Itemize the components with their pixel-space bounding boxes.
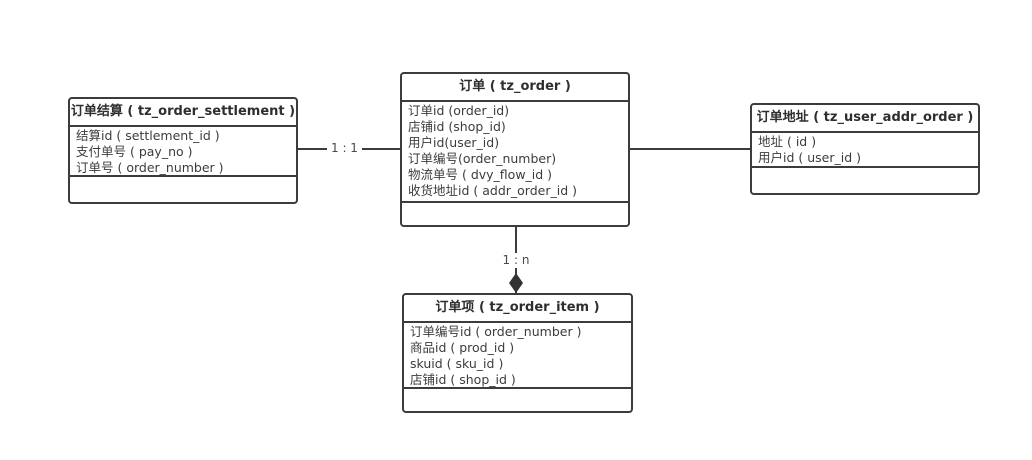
- entity-field: 用户id(user_id): [408, 135, 500, 150]
- entity-field: 收货地址id ( addr_order_id ): [408, 183, 577, 198]
- entity-field: skuid ( sku_id ): [410, 356, 504, 371]
- entity-field: 用户id ( user_id ): [758, 150, 862, 165]
- entity-footer: [402, 203, 628, 225]
- entity-field: 订单号 ( order_number ): [76, 160, 224, 175]
- entity-order[interactable]: 订单 ( tz_order ) 订单id (order_id) 店铺id (sh…: [400, 72, 630, 227]
- entity-order-settlement[interactable]: 订单结算 ( tz_order_settlement ) 结算id ( sett…: [68, 97, 298, 204]
- entity-footer: [752, 168, 978, 193]
- entity-field: 地址 ( id ): [758, 134, 817, 149]
- entity-field-list: 结算id ( settlement_id ) 支付单号 ( pay_no ) 订…: [70, 127, 296, 177]
- entity-field: 结算id ( settlement_id ): [76, 128, 220, 143]
- entity-footer: [404, 389, 631, 411]
- cardinality-label-1-n: 1 : n: [494, 253, 538, 268]
- cardinality-label-1-1: 1 : 1: [327, 141, 362, 156]
- entity-field: 物流单号 ( dvy_flow_id ): [408, 167, 553, 182]
- entity-field: 店铺id ( shop_id ): [410, 372, 516, 387]
- entity-field: 商品id ( prod_id ): [410, 340, 515, 355]
- entity-footer: [70, 177, 296, 202]
- entity-field-list: 订单编号id ( order_number ) 商品id ( prod_id )…: [404, 323, 631, 389]
- entity-field-list: 地址 ( id ) 用户id ( user_id ): [752, 133, 978, 168]
- entity-order-item[interactable]: 订单项 ( tz_order_item ) 订单编号id ( order_num…: [402, 293, 633, 413]
- entity-field-list: 订单id (order_id) 店铺id (shop_id) 用户id(user…: [402, 102, 628, 203]
- entity-title: 订单结算 ( tz_order_settlement ): [70, 99, 296, 127]
- entity-field: 店铺id (shop_id): [408, 119, 506, 134]
- entity-title: 订单 ( tz_order ): [402, 74, 628, 102]
- diamond-arrow-icon: [509, 273, 523, 293]
- entity-field: 订单编号(order_number): [408, 151, 557, 166]
- entity-field: 订单编号id ( order_number ): [410, 324, 582, 339]
- entity-title: 订单项 ( tz_order_item ): [404, 295, 631, 323]
- entity-title: 订单地址 ( tz_user_addr_order ): [752, 105, 978, 133]
- entity-user-addr-order[interactable]: 订单地址 ( tz_user_addr_order ) 地址 ( id ) 用户…: [750, 103, 980, 195]
- entity-field: 订单id (order_id): [408, 103, 510, 118]
- relation-line-order-address[interactable]: [630, 148, 750, 150]
- entity-field: 支付单号 ( pay_no ): [76, 144, 193, 159]
